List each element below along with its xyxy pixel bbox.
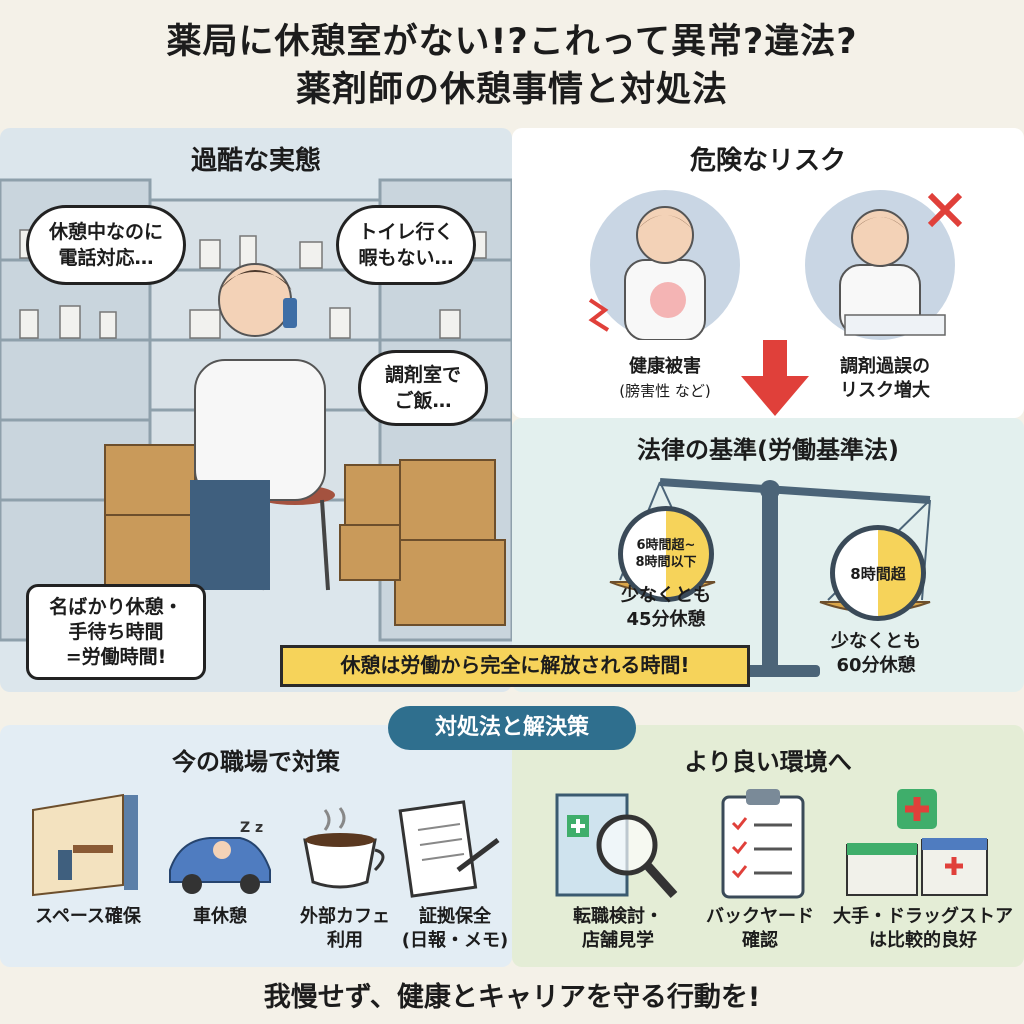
- solution-label-line: 外部カフェ: [300, 906, 390, 927]
- scale-left-line-2: 45分休憩: [626, 609, 706, 630]
- clock-6-to-8-hours: 6時間超~ 8時間以下: [618, 506, 714, 602]
- scale-left-label: 少なくとも 45分休憩: [596, 584, 736, 632]
- bubble-text: 手待ち時間: [68, 620, 164, 643]
- bubble-eating-in-dispensary: 調剤室で ご飯…: [358, 350, 488, 426]
- svg-text:Z z: Z z: [240, 820, 263, 836]
- bubble-text: 調剤室で: [384, 364, 461, 386]
- better-label-line: は比較的良好: [869, 930, 977, 951]
- better-environment-heading: より良い環境へ: [684, 748, 852, 776]
- solution-label-line: 利用: [327, 930, 363, 951]
- bubble-no-toilet-time: トイレ行く 暇もない…: [336, 205, 476, 285]
- risk-heading: 危険なリスク: [689, 146, 846, 176]
- risk-error-line-1: 調剤過誤の: [840, 356, 930, 377]
- better-label-line: 転職検討・: [573, 906, 663, 927]
- health-damage-illustration: [588, 190, 740, 340]
- solution-label-line: 車休憩: [193, 906, 247, 927]
- bubble-text: ご飯…: [394, 390, 452, 412]
- risk-error-label: 調剤過誤の リスク増大: [810, 355, 960, 403]
- clock-left-line-1: 6時間超~: [636, 538, 696, 553]
- coffee-icon: [303, 807, 385, 889]
- solution-evidence-label: 証拠保全 (日報・メモ): [395, 905, 515, 953]
- better-label-line: バックヤード: [706, 906, 814, 927]
- clock-right-line-1: 8時間超: [850, 564, 906, 583]
- scale-left-line-1: 少なくとも: [621, 585, 711, 606]
- title-line-1: 薬局に休憩室がない!?これって異常?違法?: [166, 22, 858, 62]
- break-definition-ribbon: 休憩は労働から完全に解放される時間!: [280, 645, 750, 687]
- solution-label-line: スペース確保: [35, 906, 141, 927]
- reality-heading: 過酷な実態: [190, 146, 321, 176]
- room-icon: [32, 793, 138, 897]
- scale-right-label: 少なくとも 60分休憩: [806, 630, 946, 678]
- bubble-text: 電話対応…: [58, 247, 154, 269]
- solution-cafe-label: 外部カフェ 利用: [280, 905, 410, 953]
- solution-car-label: 車休憩: [160, 905, 280, 929]
- risk-health-line-2: (膀害性 など): [619, 382, 711, 400]
- dispensing-error-illustration: [805, 190, 963, 340]
- scale-right-line-2: 60分休憩: [836, 655, 916, 676]
- risk-health-label: 健康被害 (膀害性 など): [590, 355, 740, 403]
- down-arrow-icon: [741, 340, 809, 416]
- clipboard-icon: [721, 789, 805, 899]
- car-icon: Z z: [169, 820, 271, 894]
- clock-left-line-2: 8時間以下: [635, 555, 697, 570]
- scale-right-line-1: 少なくとも: [831, 631, 921, 652]
- better-chain-store-label: 大手・ドラッグストア は比較的良好: [826, 905, 1020, 953]
- better-label-line: 大手・ドラッグストア: [833, 906, 1013, 927]
- footer-message: 我慢せず、健康とキャリアを守る行動を!: [263, 982, 761, 1013]
- solution-space-label: スペース確保: [18, 905, 158, 929]
- magnifier-icon: [555, 793, 678, 899]
- better-label-line: 確認: [742, 930, 778, 951]
- bubble-text: 暇もない…: [358, 247, 454, 269]
- bubble-text: トイレ行く: [358, 221, 454, 243]
- risk-health-line-1: 健康被害: [629, 356, 701, 377]
- solution-label-line: (日報・メモ): [401, 930, 509, 951]
- solutions-pill: 対処法と解決策: [388, 706, 636, 750]
- clock-over-8-hours: 8時間超: [830, 525, 926, 621]
- page-title: 薬局に休憩室がない!?これって異常?違法? 薬剤師の休憩事情と対処法: [0, 18, 1024, 114]
- notebook-icon: [398, 800, 500, 898]
- bubble-nominal-break: 名ばかり休憩・ 手待ち時間 =労働時間!: [26, 584, 206, 680]
- bubble-phone-during-break: 休憩中なのに 電話対応…: [26, 205, 186, 285]
- solution-label-line: 証拠保全: [419, 906, 491, 927]
- law-heading: 法律の基準(労働基準法): [637, 436, 899, 464]
- better-backyard-label: バックヤード 確認: [690, 905, 830, 953]
- better-label-line: 店舗見学: [582, 930, 654, 951]
- bubble-text: 名ばかり休憩・: [49, 595, 183, 618]
- better-job-change-label: 転職検討・ 店舗見学: [548, 905, 688, 953]
- bubble-text: =労働時間!: [65, 645, 167, 668]
- store-icon: [846, 789, 988, 896]
- risk-error-line-2: リスク増大: [840, 380, 930, 401]
- title-line-2: 薬剤師の休憩事情と対処法: [295, 70, 728, 110]
- bubble-text: 休憩中なのに: [48, 221, 163, 243]
- current-workplace-heading: 今の職場で対策: [172, 748, 340, 776]
